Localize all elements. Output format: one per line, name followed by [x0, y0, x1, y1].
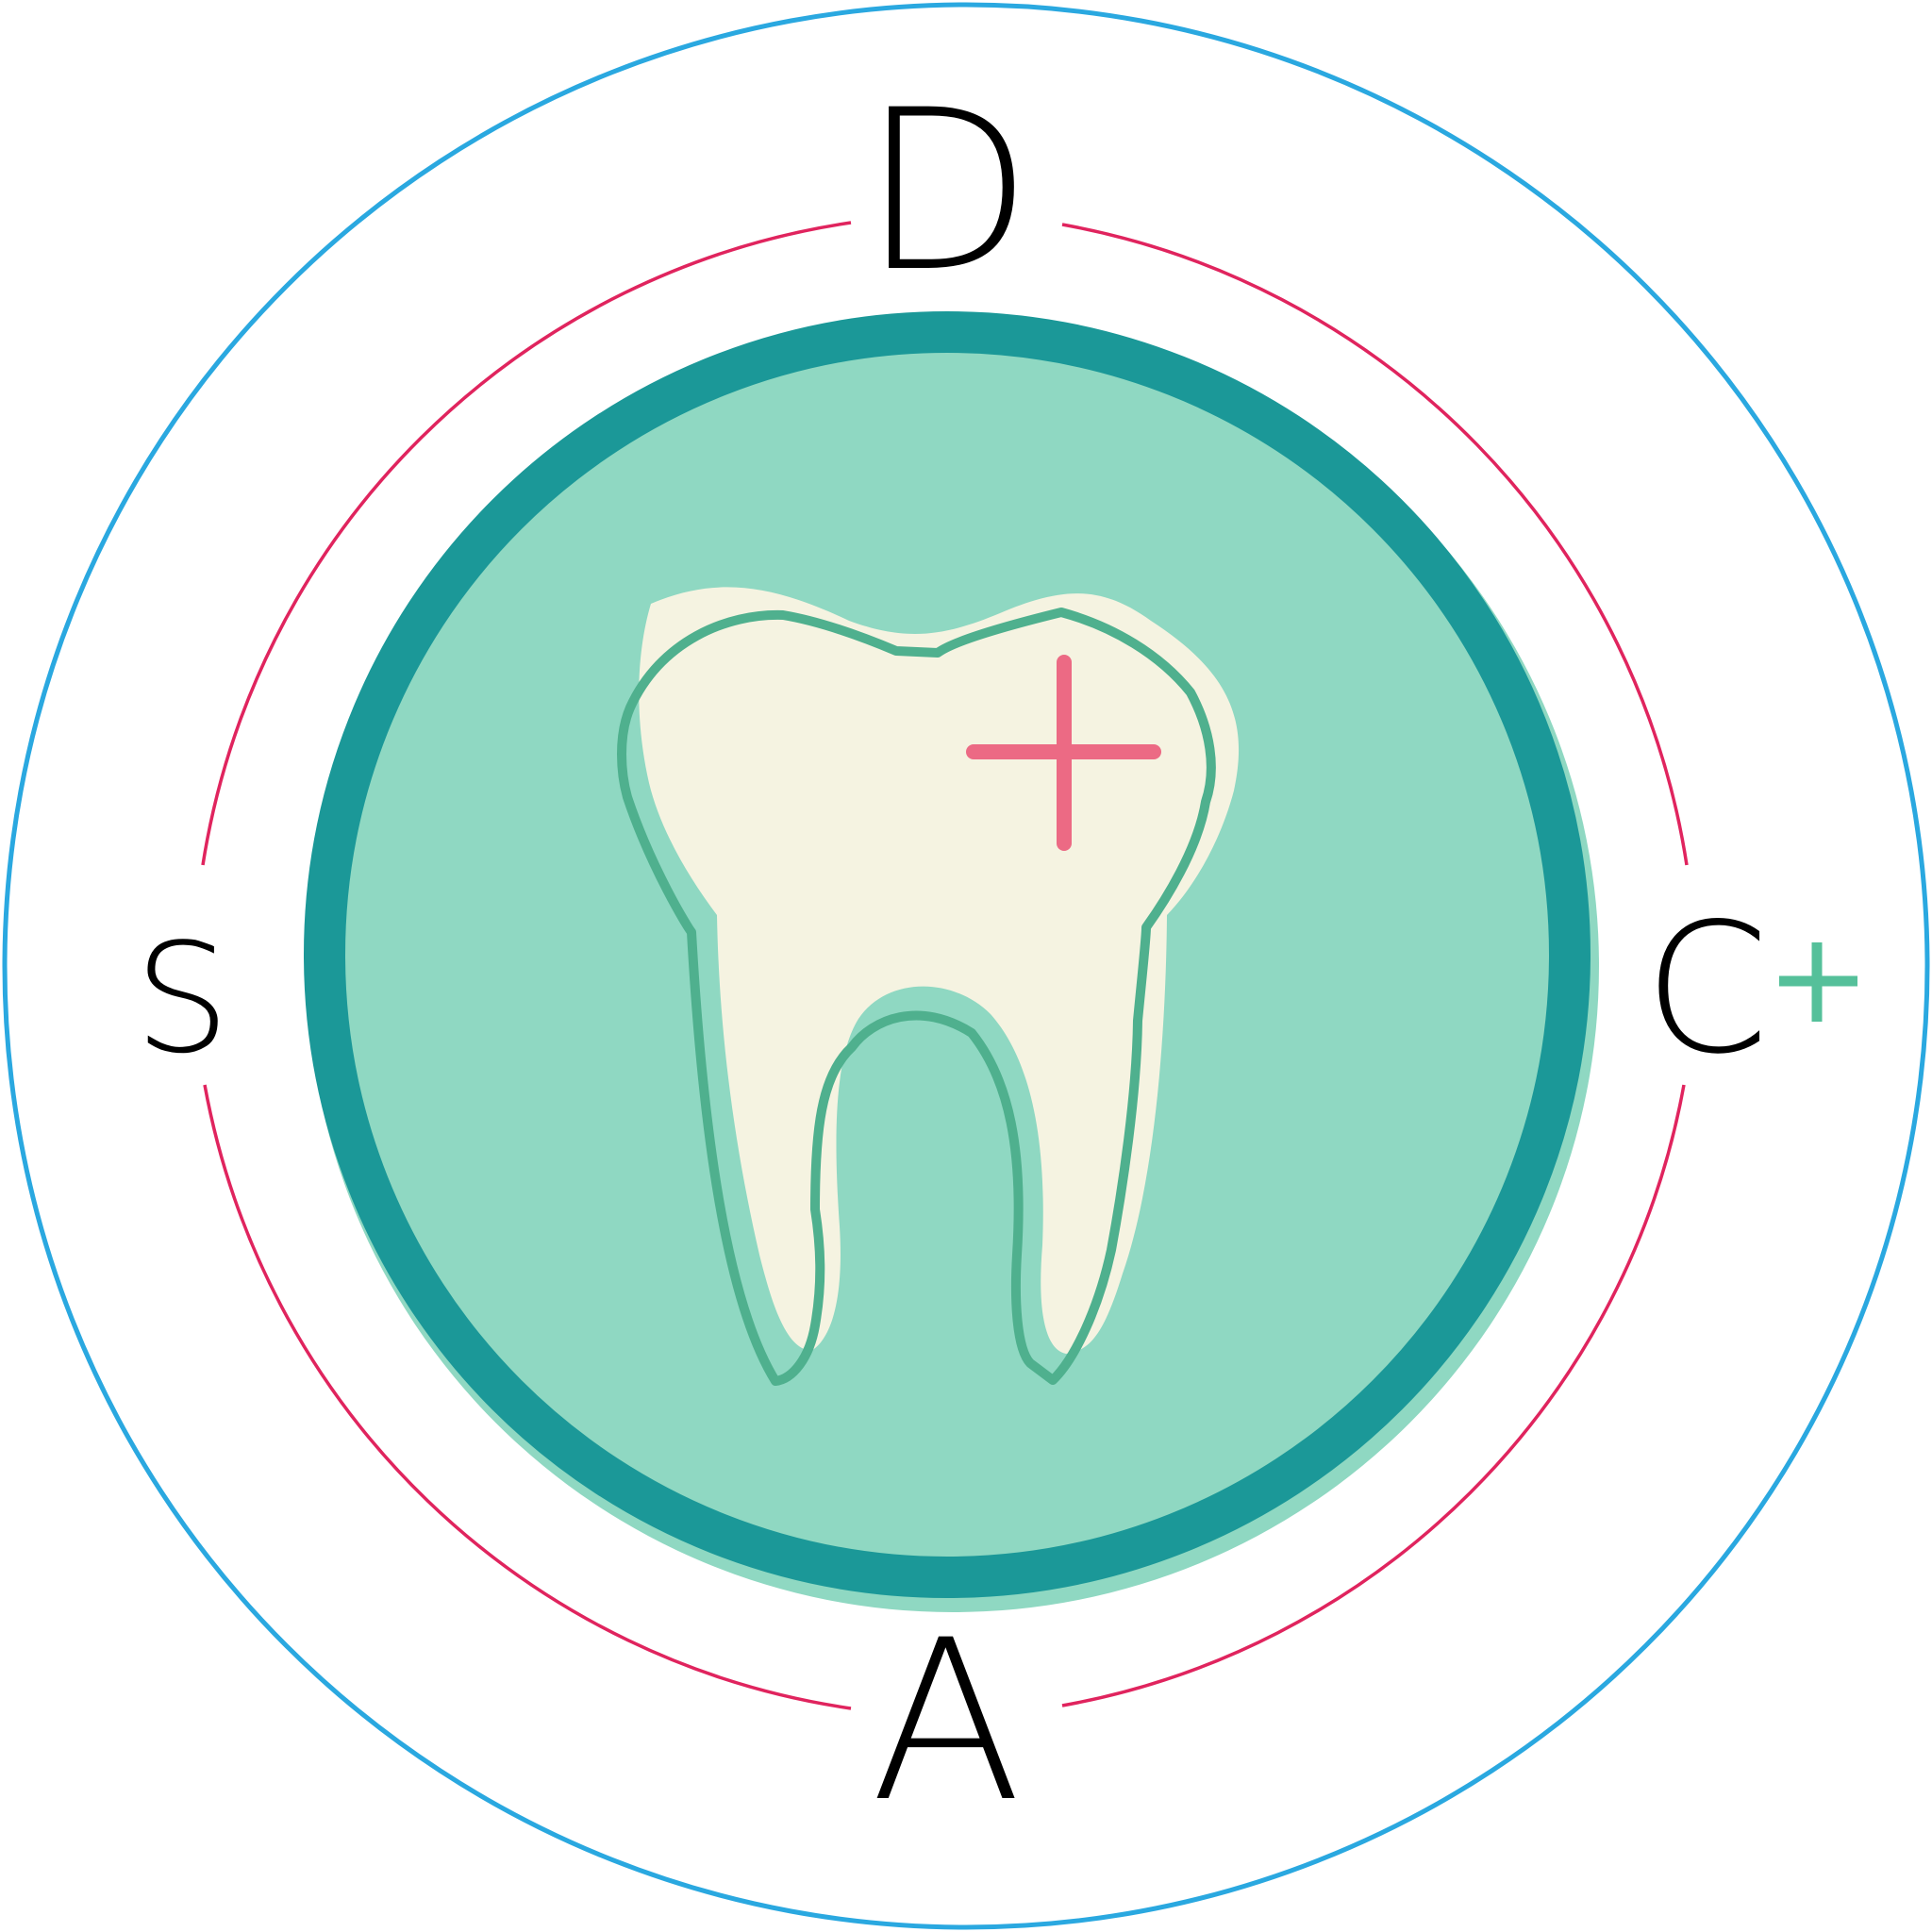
letter-right: C	[1644, 885, 1770, 1093]
tooth-icon	[617, 587, 1240, 1386]
tooth-outline	[617, 608, 1216, 1386]
arc-bottom-right	[1061, 1084, 1686, 1707]
medical-cross-icon	[966, 655, 1161, 851]
inner-ring-arcs	[201, 221, 1689, 1710]
letter-top: D	[862, 63, 1033, 321]
letter-bottom: A	[871, 1593, 1023, 1851]
tooth-fill	[639, 587, 1240, 1354]
plus-icon	[1779, 942, 1857, 1022]
arc-top-left	[201, 221, 852, 866]
letter-left: S	[134, 910, 230, 1087]
arc-bottom-left	[203, 1084, 852, 1710]
arc-top-right	[1061, 223, 1689, 866]
